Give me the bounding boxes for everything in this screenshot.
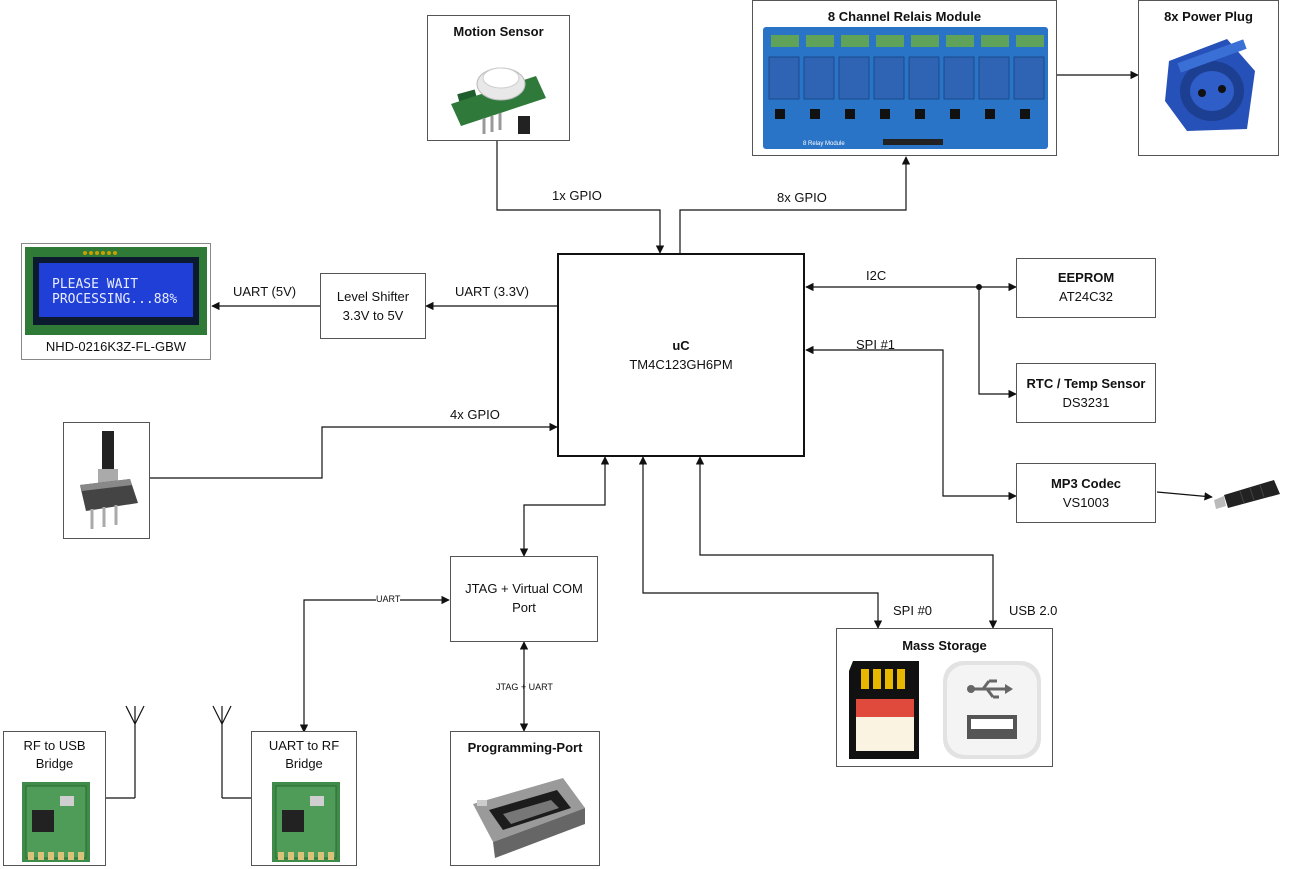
lcd-caption: NHD-0216K3Z-FL-GBW: [45, 339, 187, 354]
rtc-part: DS3231: [1062, 395, 1110, 410]
uart-rf-line2: Bridge: [285, 756, 323, 771]
line-spi1: [805, 345, 1017, 501]
rtc-block: RTC / Temp Sensor DS3231: [1016, 363, 1156, 423]
lcd-line-1: PLEASE WAIT: [52, 277, 139, 292]
rf-module-icon: [22, 782, 90, 862]
audio-jack-icon: [1214, 480, 1280, 509]
label-uart-5v: UART (5V): [233, 284, 297, 299]
rf-usb-line1: RF to USB: [23, 738, 86, 753]
jtag-block: JTAG + Virtual COM Port: [450, 556, 598, 642]
label-uart-33v: UART (3.3V): [455, 284, 529, 299]
power-plug-icon: [1165, 39, 1255, 131]
microcontroller-block: uC TM4C123GH6PM: [557, 253, 805, 457]
lcd-display-icon: [25, 247, 207, 335]
label-jtag-uart: JTAG + UART: [496, 682, 553, 692]
rotary-encoder-icon: [80, 431, 138, 529]
uc-part: TM4C123GH6PM: [629, 357, 733, 372]
rf-module-icon: [272, 782, 340, 862]
eeprom-part: AT24C32: [1059, 289, 1113, 304]
power-plug-title: 8x Power Plug: [1164, 9, 1253, 24]
line-relay-gpio: [679, 156, 911, 253]
pir-sensor-icon: [451, 67, 546, 134]
mp3-title: MP3 Codec: [1050, 476, 1122, 491]
programming-port-title: Programming-Port: [467, 740, 583, 755]
level-shifter-line1: Level Shifter: [336, 289, 410, 304]
rotary-encoder-block: [63, 422, 150, 539]
level-shifter-block: Level Shifter 3.3V to 5V: [320, 273, 426, 339]
line-uartrf-jtag: [299, 595, 450, 733]
mass-storage-block: Mass Storage: [836, 628, 1053, 767]
label-relay-gpio: 8x GPIO: [777, 190, 827, 205]
line-usb: [695, 456, 998, 629]
lcd-block: PLEASE WAIT PROCESSING...88% NHD-0216K3Z…: [21, 243, 211, 360]
relay-board-icon: 8 Relay Module: [763, 27, 1048, 149]
micro-usb-port-icon: [473, 778, 585, 858]
uart-rf-bridge-block: UART to RF Bridge: [251, 731, 357, 866]
usb-stick-icon: [943, 661, 1041, 759]
jtag-line1: JTAG + Virtual COM: [465, 581, 583, 596]
rtc-title: RTC / Temp Sensor: [1026, 376, 1146, 391]
label-motion-gpio: 1x GPIO: [552, 188, 602, 203]
line-mp3-jack: [1156, 491, 1213, 501]
label-uart-rf: UART: [376, 594, 401, 604]
programming-port-block: Programming-Port: [450, 731, 600, 866]
mass-storage-title: Mass Storage: [902, 638, 987, 653]
motion-sensor-title: Motion Sensor: [453, 24, 544, 39]
line-spi0: [638, 456, 883, 629]
line-i2c-rtc: [978, 287, 1017, 399]
relay-module-title: 8 Channel Relais Module: [827, 9, 982, 24]
label-encoder-gpio: 4x GPIO: [450, 407, 500, 422]
motion-sensor-block: Motion Sensor: [427, 15, 570, 141]
power-plug-block: 8x Power Plug: [1138, 0, 1279, 156]
rf-usb-line2: Bridge: [35, 756, 74, 771]
sd-card-icon: [849, 661, 919, 759]
line-encoder-gpio: [150, 422, 558, 479]
lcd-line-2: PROCESSING...88%: [52, 292, 178, 307]
rf-usb-bridge-block: RF to USB Bridge: [3, 731, 106, 866]
mp3-codec-block: MP3 Codec VS1003: [1016, 463, 1156, 523]
jtag-line2: Port: [512, 600, 536, 615]
level-shifter-line2: 3.3V to 5V: [342, 308, 404, 323]
eeprom-block: EEPROM AT24C32: [1016, 258, 1156, 318]
label-i2c: I2C: [866, 268, 887, 283]
label-spi0: SPI #0: [893, 603, 933, 618]
antenna-left: [106, 705, 145, 799]
label-spi1: SPI #1: [856, 337, 896, 352]
line-motion-gpio: [496, 140, 665, 254]
uart-rf-line1: UART to RF: [268, 738, 340, 753]
uc-title: uC: [672, 338, 690, 353]
relay-module-block: 8 Channel Relais Module 8 Relay Module: [752, 0, 1057, 156]
relay-board-text: 8 Relay Module: [803, 141, 845, 147]
eeprom-title: EEPROM: [1057, 270, 1115, 285]
antenna-right: [212, 705, 251, 799]
mp3-part: VS1003: [1062, 495, 1110, 510]
line-uc-jtag: [519, 456, 610, 557]
label-usb2: USB 2.0: [1009, 603, 1058, 618]
